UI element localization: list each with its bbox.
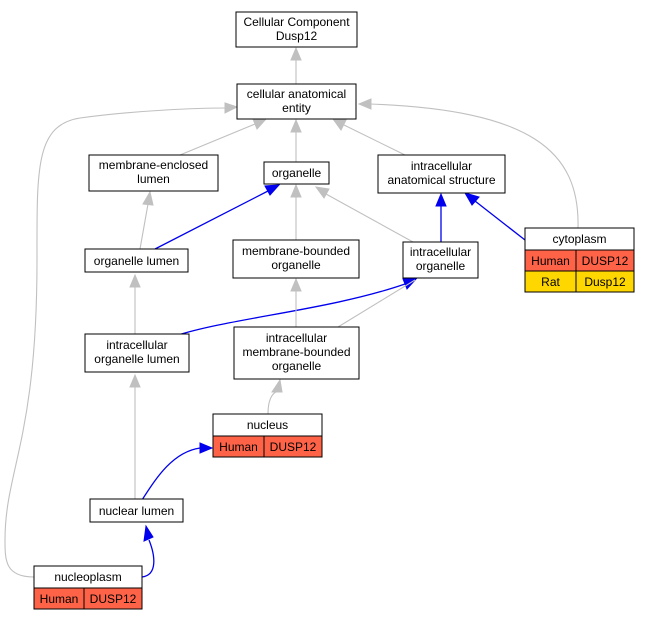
node-box	[235, 11, 358, 48]
node-label-line2: entity	[282, 101, 311, 115]
node-nuclear-lumen[interactable]: nuclear lumen	[89, 498, 184, 523]
arrowhead	[143, 524, 154, 542]
gene-label: Dusp12	[584, 275, 626, 289]
node-box	[402, 241, 479, 279]
edge-ias-cae	[343, 124, 406, 156]
arrowhead	[252, 118, 268, 130]
species-label: Rat	[541, 275, 560, 289]
node-label-line2: organelle	[416, 259, 466, 273]
node-label-line1: intracellular	[410, 245, 471, 259]
species-label: Human	[219, 440, 258, 454]
edge-iol-io	[174, 283, 406, 337]
edge-cytoplasm-ias	[474, 200, 526, 241]
edge-nucleoplasm-cae	[4, 107, 227, 578]
node-membrane-bounded-organelle[interactable]: membrane-bounded organelle	[232, 239, 360, 279]
node-label-line2: membrane-bounded	[242, 345, 350, 359]
node-intracellular-anatomical-structure[interactable]: intracellular anatomical structure	[377, 154, 506, 194]
edge-mel-cae	[179, 123, 256, 156]
arrowhead	[331, 118, 347, 131]
edge-ol-mel	[139, 203, 149, 250]
node-label-line2: Dusp12	[276, 29, 318, 43]
edge-imbo-io	[337, 279, 416, 328]
gene-cell-rat	[575, 270, 635, 293]
node-box	[232, 239, 360, 279]
arrowhead	[264, 184, 281, 196]
arrowhead	[129, 373, 141, 388]
edge-io-organelle	[325, 193, 414, 243]
node-label-line1: membrane-enclosed	[99, 158, 208, 172]
species-label: Human	[40, 592, 79, 606]
node-title: cytoplasm	[552, 232, 606, 246]
edges	[4, 46, 579, 578]
node-cellular-component[interactable]: Cellular Component Dusp12	[235, 11, 358, 48]
edge-ol-organelle	[154, 190, 269, 250]
node-membrane-enclosed-lumen[interactable]: membrane-enclosed lumen	[88, 154, 219, 192]
node-nucleoplasm[interactable]: nucleoplasm Human DUSP12	[33, 565, 143, 610]
edge-nl-nucleus	[141, 447, 201, 501]
node-organelle[interactable]: organelle	[263, 161, 330, 185]
arrowhead	[142, 190, 154, 206]
node-label-line3: organelle	[272, 359, 322, 373]
node-cellular-anatomical-entity[interactable]: cellular anatomical entity	[236, 83, 357, 120]
node-box	[89, 498, 184, 523]
arrowhead	[290, 46, 302, 61]
node-organelle-lumen[interactable]: organelle lumen	[84, 248, 189, 273]
node-box	[84, 333, 190, 373]
arrowhead	[314, 186, 330, 199]
node-label-line1: intracellular	[106, 338, 167, 352]
arrowhead	[357, 98, 372, 110]
node-label-line2: organelle lumen	[94, 352, 179, 366]
node-label-line1: nuclear lumen	[99, 504, 174, 518]
node-intracellular-membrane-bounded-organelle[interactable]: intracellular membrane-bounded organelle	[233, 326, 360, 380]
gene-label: DUSP12	[582, 254, 629, 268]
node-box	[84, 248, 189, 273]
node-label-line1: membrane-bounded	[242, 244, 350, 258]
node-box	[88, 154, 219, 192]
node-label-line1: organelle	[272, 166, 322, 180]
arrowhead	[290, 277, 302, 292]
edge-nucleus-imbo	[267, 390, 279, 415]
arrowhead	[290, 183, 302, 198]
node-label-line1: intracellular	[411, 159, 472, 173]
gene-cell-human	[263, 435, 323, 458]
arrowhead	[129, 273, 141, 288]
gene-label: DUSP12	[270, 440, 317, 454]
species-label: Human	[531, 254, 570, 268]
arrowhead	[290, 118, 302, 133]
edge-np-nl	[141, 539, 155, 578]
node-box	[236, 83, 357, 120]
edge-cytoplasm-cae	[369, 103, 579, 229]
arrowhead	[463, 192, 480, 206]
node-box	[263, 161, 330, 185]
node-label-line2: organelle	[271, 258, 321, 272]
node-intracellular-organelle-lumen[interactable]: intracellular organelle lumen	[84, 333, 190, 373]
node-label-line1: organelle lumen	[94, 254, 179, 268]
node-label-line1: intracellular	[266, 331, 327, 345]
arrowhead	[224, 102, 239, 114]
node-label-line1: cellular anatomical	[247, 87, 346, 101]
gene-cell-human	[83, 587, 143, 610]
arrowhead	[199, 442, 214, 454]
gene-label: DUSP12	[90, 592, 137, 606]
node-label-line2: anatomical structure	[387, 173, 495, 187]
node-box	[377, 154, 506, 194]
node-label-line1: Cellular Component	[243, 15, 350, 29]
node-title: nucleoplasm	[54, 570, 121, 584]
node-label-line2: lumen	[137, 172, 170, 186]
node-intracellular-organelle[interactable]: intracellular organelle	[402, 241, 479, 279]
arrowhead	[271, 378, 283, 393]
node-cytoplasm[interactable]: cytoplasm Human DUSP12 Rat Dusp12	[524, 227, 635, 293]
node-nucleus[interactable]: nucleus Human DUSP12	[212, 413, 323, 458]
arrowhead	[435, 192, 447, 207]
node-title: nucleus	[247, 418, 288, 432]
node-box	[233, 326, 360, 380]
